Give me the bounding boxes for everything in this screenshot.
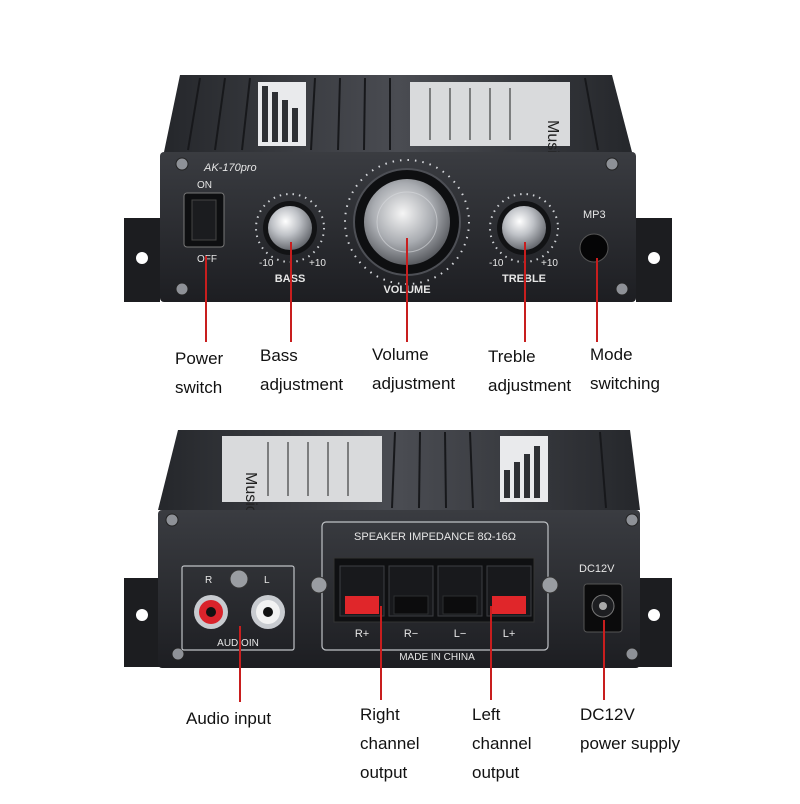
terminal-r-minus[interactable] xyxy=(388,565,434,617)
rca-left-jack[interactable] xyxy=(251,595,285,629)
treble-max-label: +10 xyxy=(541,258,558,269)
pointer-power-switch xyxy=(205,256,207,342)
model-label: AK-170pro xyxy=(203,162,257,174)
callout-right-channel-output: Right channel output xyxy=(360,705,420,782)
audio-in-label: AUDIOIN xyxy=(217,638,259,649)
terminal-l-plus[interactable] xyxy=(486,565,532,617)
terminal-r-plus[interactable] xyxy=(339,565,385,617)
callout-mode-switching: Mode switching xyxy=(590,345,660,393)
bass-min-label: -10 xyxy=(259,258,274,269)
switch-on-label: ON xyxy=(197,180,212,191)
terminal-l-minus[interactable] xyxy=(437,565,483,617)
front-unit: Music AK-170pro ON OFF -10 +10 BASS xyxy=(124,75,672,302)
callout-treble-adjustment: Treble adjustment xyxy=(488,347,572,395)
terminal-label: R+ xyxy=(355,628,369,640)
callout-bass-adjustment: Bass adjustment xyxy=(260,346,344,394)
callout-audio-input: Audio input xyxy=(186,709,272,728)
callout-volume-adjustment: Volume adjustment xyxy=(372,345,456,393)
mode-button[interactable] xyxy=(579,233,609,263)
dc-label: DC12V xyxy=(579,563,615,575)
bass-knob[interactable] xyxy=(255,193,325,263)
pointer-mode xyxy=(596,258,598,342)
terminal-label: R− xyxy=(404,628,418,640)
terminal-label: L− xyxy=(454,628,467,640)
rca-right-jack[interactable] xyxy=(194,595,228,629)
spec-label xyxy=(222,436,382,502)
dc-power-jack[interactable] xyxy=(583,583,623,633)
audio-r-label: R xyxy=(205,575,212,586)
switch-off-label: OFF xyxy=(197,254,217,265)
pointer-volume xyxy=(406,238,408,342)
audio-input-frame xyxy=(181,565,295,651)
brand-text: Music xyxy=(544,120,561,162)
made-in-label: MADE IN CHINA xyxy=(399,652,475,663)
callout-left-channel-output: Left channel output xyxy=(472,705,532,782)
bracket-hole xyxy=(136,252,148,264)
treble-min-label: -10 xyxy=(489,258,504,269)
pointer-dc-power xyxy=(603,620,605,700)
treble-knob[interactable] xyxy=(489,193,559,263)
pointer-bass xyxy=(290,242,292,342)
pointer-treble xyxy=(524,242,526,342)
pointer-left-channel xyxy=(490,606,492,700)
mp3-label: MP3 xyxy=(583,209,606,221)
volume-knob[interactable] xyxy=(344,159,470,285)
rear-unit: Music R L AUDIOIN SPEAKER IMPEDANCE 8Ω-1… xyxy=(124,430,672,668)
callout-power-switch: Power switch xyxy=(175,349,224,397)
brand-text: Music xyxy=(242,472,259,514)
terminal-label: L+ xyxy=(503,628,516,640)
bass-max-label: +10 xyxy=(309,258,326,269)
impedance-label: SPEAKER IMPEDANCE 8Ω-16Ω xyxy=(354,531,516,543)
pointer-audio-input xyxy=(239,626,241,702)
right-bracket xyxy=(636,578,672,667)
left-bracket xyxy=(124,578,160,667)
pointer-right-channel xyxy=(380,606,382,700)
bracket-hole xyxy=(648,252,660,264)
audio-l-label: L xyxy=(264,575,270,586)
callout-dc12v-power-supply: DC12V power supply xyxy=(580,705,681,753)
